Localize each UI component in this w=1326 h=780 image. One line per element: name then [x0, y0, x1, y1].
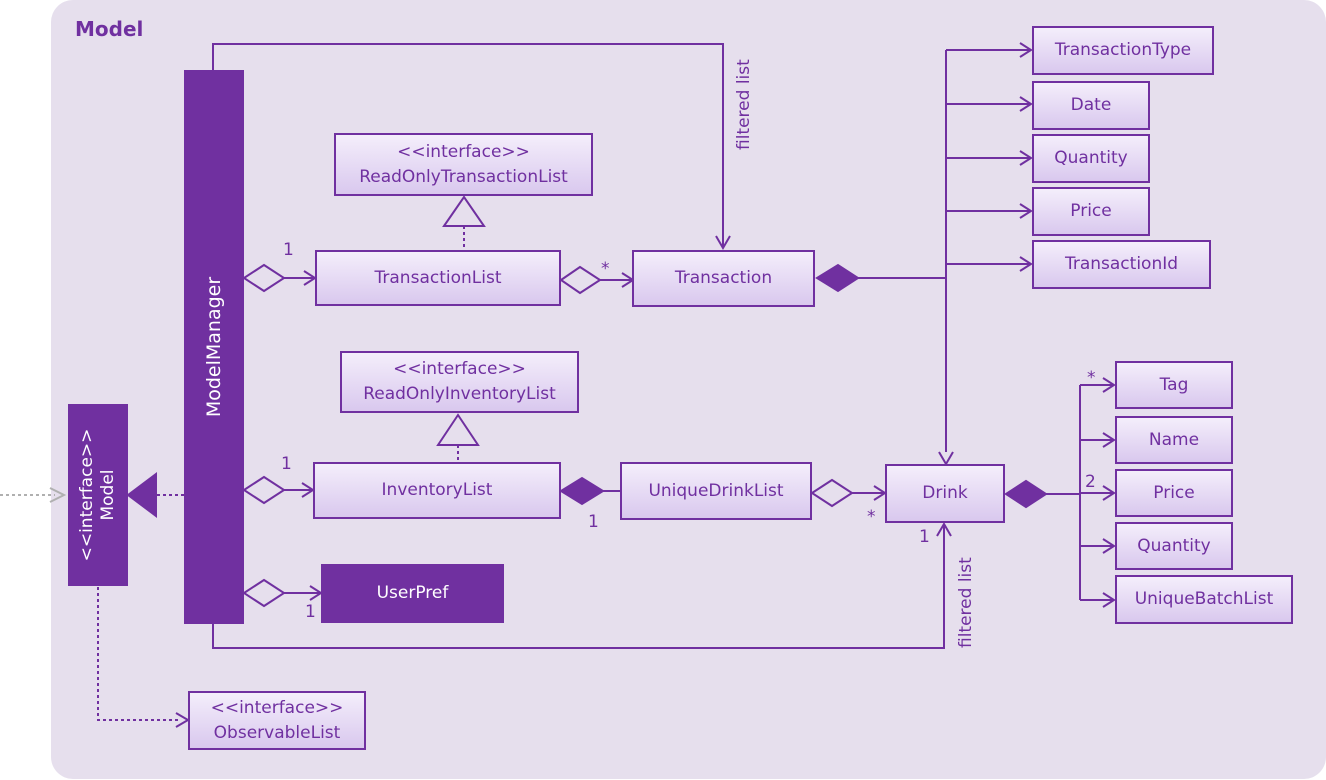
aggregation-diamond: [810, 478, 854, 508]
transaction-class[interactable]: Transaction: [632, 250, 815, 307]
transaction-price-class[interactable]: Price: [1032, 187, 1150, 236]
filtered-list-drink-line: [212, 526, 945, 649]
unique-batch-list-class[interactable]: UniqueBatchList: [1115, 575, 1293, 624]
drink-price-class[interactable]: Price: [1115, 469, 1233, 517]
transaction-type-class[interactable]: TransactionType: [1032, 26, 1214, 75]
filtered-list-transaction-arrowhead: [715, 235, 731, 250]
aggregation-diamond: [242, 263, 286, 293]
name-class[interactable]: Name: [1115, 416, 1233, 464]
observable-list-dependency: [97, 587, 180, 721]
readonly-transaction-list-stereotype: <<interface>>: [397, 141, 530, 162]
tag-name: Tag: [1159, 374, 1189, 395]
filtered-list-label-bottom: filtered list: [956, 557, 976, 648]
transaction-price-name: Price: [1070, 201, 1112, 221]
multiplicity-label: 1: [588, 512, 599, 532]
multiplicity-label: 1: [281, 454, 292, 474]
tag-class[interactable]: Tag: [1115, 361, 1233, 409]
realization-arrowhead: [126, 472, 157, 518]
transaction-name: Transaction: [674, 268, 773, 288]
model-interface-class[interactable]: <<interface>> Model: [68, 404, 128, 586]
realization-triangle: [436, 413, 480, 446]
filtered-list-label-top: filtered list: [734, 59, 754, 150]
transaction-list-class[interactable]: TransactionList: [315, 250, 561, 306]
transaction-quantity-name: Quantity: [1054, 148, 1128, 168]
transaction-id-name: TransactionId: [1064, 254, 1179, 274]
transaction-quantity-class[interactable]: Quantity: [1032, 134, 1150, 183]
unique-drink-list-class[interactable]: UniqueDrinkList: [620, 462, 812, 520]
readonly-inventory-list-name: ReadOnlyInventoryList: [363, 384, 556, 404]
readonly-transaction-list-name: ReadOnlyTransactionList: [359, 166, 568, 187]
drink-quantity-class[interactable]: Quantity: [1115, 522, 1233, 570]
name-name: Name: [1148, 429, 1200, 450]
multiplicity-label: 1: [283, 240, 294, 260]
user-pref-class[interactable]: UserPref: [321, 564, 504, 623]
multiplicity-label: 1: [305, 602, 316, 622]
aggregation-diamond: [559, 265, 602, 295]
multiplicity-label: *: [601, 259, 610, 279]
realization-triangle: [442, 195, 486, 227]
multiplicity-label: *: [1087, 368, 1096, 388]
date-class[interactable]: Date: [1032, 81, 1150, 130]
transaction-id-class[interactable]: TransactionId: [1032, 240, 1211, 289]
model-name: Model: [98, 469, 118, 521]
filtered-list-transaction-line: [212, 43, 724, 246]
transaction-type-name: TransactionType: [1054, 40, 1192, 60]
external-dependency-arrowhead: [49, 487, 67, 503]
observable-list-stereotype: <<interface>>: [210, 697, 344, 718]
unique-drink-list-name: UniqueDrinkList: [648, 480, 784, 501]
user-pref-name: UserPref: [376, 583, 449, 603]
aggregation-diamond: [242, 475, 286, 505]
composition-diamond: [815, 263, 860, 293]
inventory-list-class[interactable]: InventoryList: [313, 462, 561, 519]
transaction-list-name: TransactionList: [374, 267, 502, 288]
drink-class[interactable]: Drink: [885, 464, 1005, 523]
inventory-list-name: InventoryList: [381, 480, 493, 500]
readonly-transaction-list-class[interactable]: <<interface>> ReadOnlyTransactionList: [334, 133, 593, 196]
composition-diamond: [1004, 479, 1048, 509]
observable-list-name: ObservableList: [213, 722, 341, 743]
observable-list-class[interactable]: <<interface>> ObservableList: [188, 691, 366, 750]
multiplicity-label: *: [867, 507, 876, 527]
model-manager-name: ModelManager: [202, 276, 225, 418]
drink-name: Drink: [922, 483, 968, 503]
unique-batch-list-name: UniqueBatchList: [1134, 589, 1274, 609]
package-title: Model: [75, 17, 144, 41]
date-name: Date: [1070, 95, 1112, 115]
aggregation-diamond: [242, 578, 286, 608]
model-manager-class[interactable]: ModelManager: [184, 70, 244, 624]
readonly-inventory-list-stereotype: <<interface>>: [393, 359, 526, 379]
composition-diamond: [559, 476, 605, 506]
readonly-inventory-list-class[interactable]: <<interface>> ReadOnlyInventoryList: [340, 351, 579, 413]
multiplicity-label: 2: [1085, 472, 1096, 492]
model-stereotype: <<interface>>: [77, 428, 97, 562]
drink-quantity-name: Quantity: [1137, 535, 1211, 556]
multiplicity-label: 1: [919, 527, 930, 547]
drink-price-name: Price: [1153, 482, 1195, 503]
